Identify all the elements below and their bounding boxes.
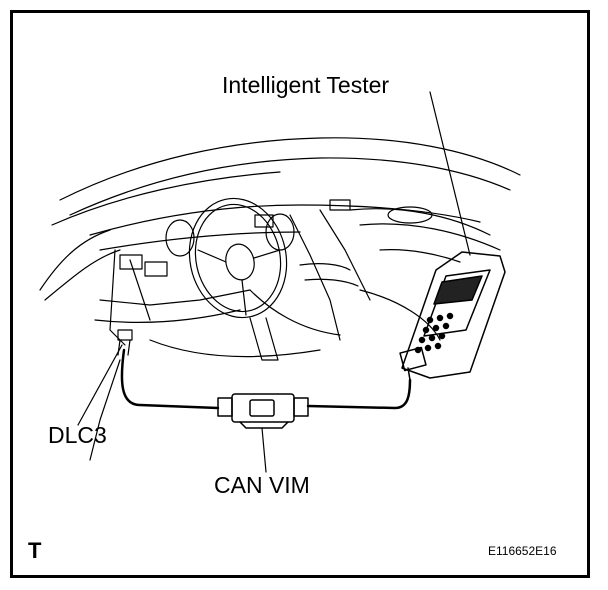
diagram-frame [10,10,590,578]
steering-wheel [188,197,288,361]
label-can-vim: CAN VIM [214,472,310,498]
corner-mark: T [28,538,42,563]
can-vim-leader-line [261,427,267,473]
instrument-cluster [165,213,295,257]
cable-vim-to-tester [306,378,412,410]
tester-leader-line [429,91,471,256]
figure-id: E116652E16 [488,544,557,558]
label-dlc3: DLC3 [48,422,107,448]
dlc3-leader-line [77,344,123,426]
intelligent-tester-device [399,251,506,381]
can-vim-device [217,393,309,429]
cable-dlc3-to-vim [120,348,220,410]
label-intelligent-tester: Intelligent Tester [222,72,390,98]
